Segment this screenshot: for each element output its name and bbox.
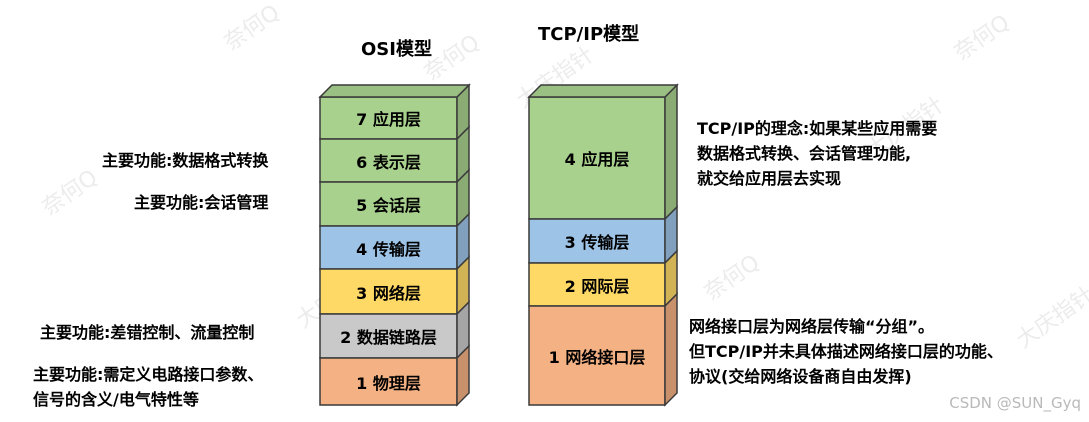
- osi-layer-block: [319, 225, 458, 270]
- osi-physical-note-line2: 信号的含义/电气特性等: [33, 390, 199, 409]
- osi-physical-note: 主要功能:需定义电路接口参数、 信号的含义/电气特性等: [33, 362, 263, 412]
- osi-layer-block: [319, 181, 458, 227]
- tcpip-interface-note-line3: 协议(交给网络设备商自由发挥): [689, 367, 912, 386]
- osi-layer-block: [319, 313, 458, 359]
- osi-physical-note-line1: 主要功能:需定义电路接口参数、: [33, 365, 264, 384]
- tcpip-interface-note-line2: 但TCP/IP并未具体描述网络接口层的功能、: [689, 342, 1003, 361]
- tcpip-application-note-line3: 就交给应用层去实现: [697, 169, 842, 188]
- tcpip-interface-note-line1: 网络接口层为网络层传输“分组”。: [689, 317, 935, 336]
- osi-layer-block: [319, 96, 458, 140]
- tcpip-layer-side: [664, 83, 678, 221]
- credit-text: CSDN @SUN_Gyq: [949, 394, 1081, 412]
- osi-datalink-note: 主要功能:差错控制、流量控制: [40, 323, 255, 342]
- tcpip-layer-block: [528, 262, 666, 307]
- tcpip-layer-block: [528, 96, 666, 220]
- osi-layer-side: [456, 344, 470, 407]
- osi-layer-block: [319, 268, 458, 315]
- tcpip-application-note-line2: 数据格式转换、会话管理功能,: [697, 144, 912, 163]
- tcpip-application-note-line1: TCP/IP的理念:如果某些应用需要: [697, 119, 938, 138]
- tcpip-layer-top: [527, 84, 679, 98]
- tcpip-layer-block: [528, 218, 666, 264]
- osi-session-note: 主要功能:会话管理: [134, 193, 269, 212]
- tcpip-layer-block: [528, 305, 666, 406]
- osi-presentation-note: 主要功能:数据格式转换: [102, 151, 269, 170]
- tcpip-title: TCP/IP模型: [538, 24, 640, 45]
- osi-layer-top: [318, 84, 471, 98]
- osi-layer-block: [319, 138, 458, 183]
- tcpip-layer-side: [664, 292, 678, 407]
- osi-layer-block: [319, 357, 458, 406]
- tcpip-interface-note: 网络接口层为网络层传输“分组”。 但TCP/IP并未具体描述网络接口层的功能、 …: [689, 314, 1003, 389]
- osi-title: OSI模型: [361, 39, 432, 60]
- tcpip-application-note: TCP/IP的理念:如果某些应用需要 数据格式转换、会话管理功能, 就交给应用层…: [697, 116, 937, 191]
